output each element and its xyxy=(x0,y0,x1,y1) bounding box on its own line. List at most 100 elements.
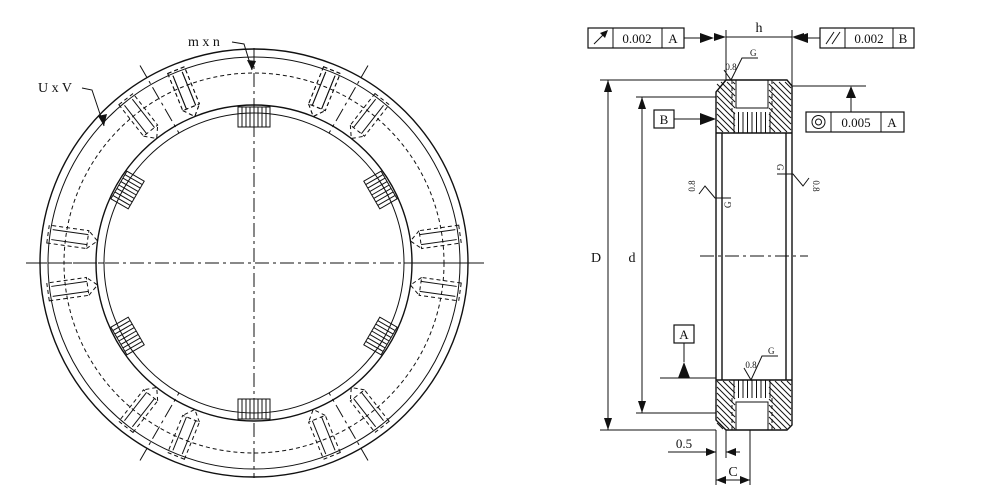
screw-hole xyxy=(118,92,159,140)
hatch-line xyxy=(726,81,736,91)
hatch-line xyxy=(784,81,792,89)
screw-thread xyxy=(131,98,155,128)
hatch-line xyxy=(768,107,792,131)
segment-tooth xyxy=(367,177,386,189)
clamp-segment xyxy=(237,398,271,420)
roughness-left-grade: G xyxy=(723,201,733,208)
hatch-line xyxy=(768,416,782,430)
segment-tooth xyxy=(118,330,137,342)
leader-uxv-arrow xyxy=(98,114,107,126)
roughness-symbol-bottom: 0.8 G xyxy=(743,346,778,382)
section-view: D d h 0.5 C B A xyxy=(587,21,915,485)
radial-center xyxy=(139,65,180,134)
leader-uxv xyxy=(81,87,105,127)
dim-label-chamfer: 0.5 xyxy=(676,436,692,451)
hatch-line xyxy=(772,81,792,101)
screw-bore xyxy=(46,276,90,302)
screw-bore xyxy=(307,66,341,112)
segment-body xyxy=(363,170,398,210)
segment-tooth xyxy=(371,184,390,196)
segment-tooth xyxy=(116,327,135,338)
screw-thread xyxy=(321,416,336,451)
segment-tooth xyxy=(120,181,139,192)
leader-mxn xyxy=(231,41,253,71)
dim-label-h: h xyxy=(756,21,763,36)
segment-body xyxy=(110,316,145,356)
screw-thread xyxy=(311,420,327,455)
front-view: m x n U x V xyxy=(26,35,484,478)
screw-bore xyxy=(349,92,390,137)
screw-thread xyxy=(419,229,456,236)
screw-bore xyxy=(307,414,341,460)
radial-center xyxy=(328,65,369,134)
segment-tooth xyxy=(114,323,133,335)
segment-body xyxy=(237,106,271,128)
hatch-line xyxy=(774,380,792,398)
roughness-right-grade: G xyxy=(775,164,785,171)
segment-tooth xyxy=(118,184,137,196)
radial-line xyxy=(328,392,369,461)
screw-thread xyxy=(420,239,457,246)
roughness-left-mark xyxy=(698,185,731,199)
hatch-line xyxy=(716,422,724,430)
hatch-line xyxy=(768,380,792,404)
screw-thread xyxy=(124,105,148,135)
hatch-line xyxy=(768,398,792,422)
roughness-symbol-left: 0.8 G xyxy=(687,180,733,208)
segment-tooth xyxy=(116,188,135,199)
screw-bore xyxy=(118,389,159,434)
tolerance-frame-parallel: 0.002 B xyxy=(794,27,915,49)
screw-thread xyxy=(51,280,88,287)
segment-body xyxy=(110,170,145,210)
hatch-line xyxy=(778,81,792,95)
screw-bore xyxy=(46,224,90,250)
parallelism-icon xyxy=(825,31,841,45)
screw-tip xyxy=(349,386,365,401)
radial-center xyxy=(139,392,180,461)
hatch-line xyxy=(768,119,782,133)
hatch-line xyxy=(716,125,724,133)
tol-conc-datum: A xyxy=(887,115,897,130)
screw-thread xyxy=(181,420,197,455)
hatch-line xyxy=(768,89,792,113)
dim-D-arrow-top xyxy=(604,80,612,92)
hatch-line xyxy=(768,404,792,428)
screw-bore xyxy=(167,414,201,460)
parallel-icon-line2 xyxy=(831,31,841,45)
datum-A-label: A xyxy=(679,327,689,342)
screw-tip xyxy=(143,125,159,140)
segment-tooth xyxy=(365,340,384,352)
screw-hole xyxy=(167,66,201,118)
screw-tip xyxy=(349,125,365,140)
roughness-left-value: 0.8 xyxy=(687,180,697,192)
segment-tooth xyxy=(120,334,139,345)
parallel-icon-line1 xyxy=(825,31,835,45)
screw-thread xyxy=(124,391,148,421)
hatch-line xyxy=(720,81,736,97)
screw-hole xyxy=(118,386,159,434)
segment-tooth xyxy=(124,340,143,352)
hatch-line xyxy=(768,113,788,133)
datum-B-triangle xyxy=(700,113,716,125)
label-uxv: U x V xyxy=(38,81,72,96)
tol-conc-arrow xyxy=(846,86,856,98)
screw-hole xyxy=(307,66,341,118)
screw-bore xyxy=(418,224,462,250)
hatch-line xyxy=(716,101,736,121)
radial-line xyxy=(328,65,369,134)
clamp-segment xyxy=(110,170,145,210)
radial-center xyxy=(328,392,369,461)
screw-hole xyxy=(409,276,462,302)
segment-tooth xyxy=(369,334,388,345)
screw-thread xyxy=(181,71,197,106)
segment-tooth xyxy=(371,330,390,342)
segment-tooth xyxy=(122,177,141,189)
segment-tooth xyxy=(369,181,388,192)
dim-D-arrow-bottom xyxy=(604,418,612,430)
hatch-line xyxy=(716,380,736,400)
roughness-top-mark xyxy=(723,57,758,81)
segment-tooth xyxy=(114,191,133,203)
segment-tooth xyxy=(367,337,386,349)
screw-hole xyxy=(349,386,390,434)
